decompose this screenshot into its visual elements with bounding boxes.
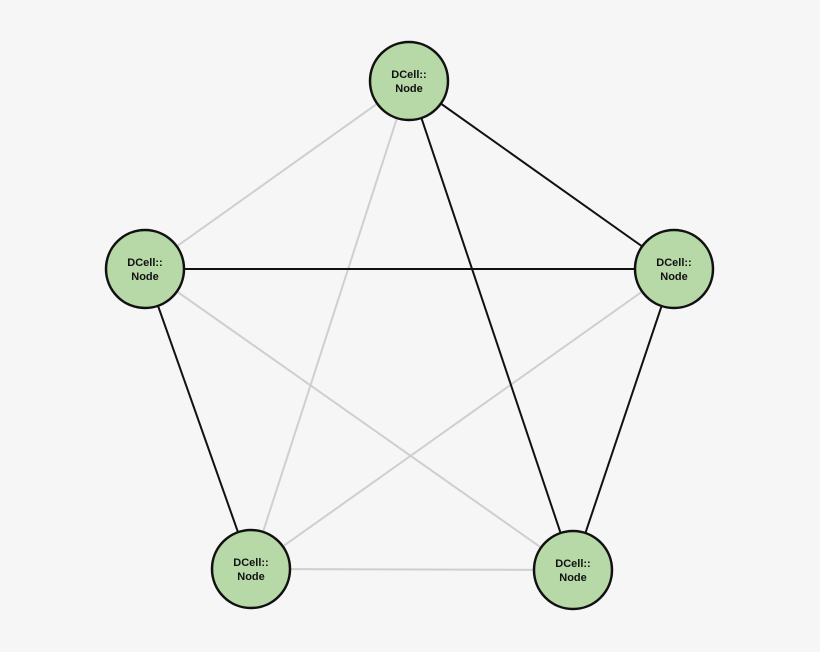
node-label-line1: DCell:: (656, 257, 691, 269)
edge-left-bottom-left (144, 268, 252, 570)
node-label-line2: Node (237, 571, 265, 583)
light-edges (144, 80, 675, 571)
node-label-line2: Node (660, 271, 688, 283)
node-left: DCell::Node (104, 228, 186, 310)
node-label-line2: Node (559, 572, 587, 584)
edge-top-bottom-right (408, 80, 574, 571)
node-label-line1: DCell:: (391, 69, 426, 81)
edge-right-bottom-left (250, 268, 675, 570)
node-label-line1: DCell:: (233, 557, 268, 569)
node-bottom-left: DCell::Node (210, 528, 292, 610)
edge-right-bottom-right (572, 268, 675, 571)
node-circle (368, 40, 450, 122)
node-label-line1: DCell:: (555, 558, 590, 570)
node-circle (633, 228, 715, 310)
node-bottom-right: DCell::Node (532, 529, 614, 611)
dark-edges (144, 80, 675, 571)
node-circle (210, 528, 292, 610)
edge-bottom-left-bottom-right (250, 568, 574, 571)
node-right: DCell::Node (633, 228, 715, 310)
node-label-line1: DCell:: (127, 257, 162, 269)
edge-top-right (408, 80, 675, 270)
node-circle (532, 529, 614, 611)
edge-left-bottom-right (144, 268, 574, 571)
edge-top-bottom-left (250, 80, 410, 570)
node-label-line2: Node (131, 271, 159, 283)
edge-top-left (144, 80, 410, 270)
node-circle (104, 228, 186, 310)
nodes: DCell::NodeDCell::NodeDCell::NodeDCell::… (104, 40, 715, 611)
node-top: DCell::Node (368, 40, 450, 122)
node-label-line2: Node (395, 83, 423, 95)
